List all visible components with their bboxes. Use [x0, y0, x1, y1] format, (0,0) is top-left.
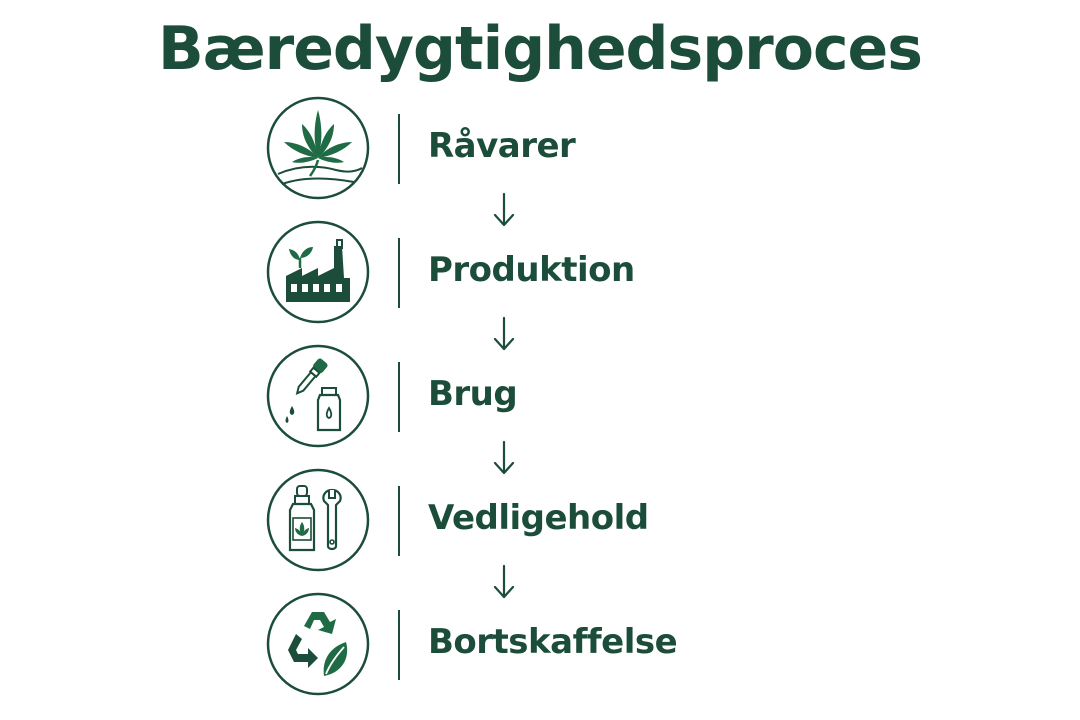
bottle-wrench-icon [266, 468, 370, 572]
step-brug: Brug [266, 344, 786, 450]
step-label-bortskaffelse: Bortskaffelse [428, 622, 678, 662]
down-arrow-icon [493, 316, 515, 351]
down-arrow-icon [493, 564, 515, 599]
recycle-leaf-icon [266, 592, 370, 696]
step-vedligehold: Vedligehold [266, 468, 786, 574]
step-bortskaffelse: Bortskaffelse [266, 592, 786, 698]
step-divider [398, 114, 400, 184]
step-divider [398, 238, 400, 308]
step-divider [398, 362, 400, 432]
page-title: Bæredygtighedsproces [158, 14, 923, 84]
step-divider [398, 486, 400, 556]
step-label-raavarer: Råvarer [428, 126, 576, 166]
step-label-brug: Brug [428, 374, 518, 414]
hemp-plant-icon [266, 96, 370, 200]
step-divider [398, 610, 400, 680]
factory-icon [266, 220, 370, 324]
step-label-vedligehold: Vedligehold [428, 498, 649, 538]
step-produktion: Produktion [266, 220, 786, 326]
dropper-bottle-icon [266, 344, 370, 448]
down-arrow-icon [493, 192, 515, 227]
step-label-produktion: Produktion [428, 250, 635, 290]
down-arrow-icon [493, 440, 515, 475]
step-raavarer: Råvarer [266, 96, 786, 202]
